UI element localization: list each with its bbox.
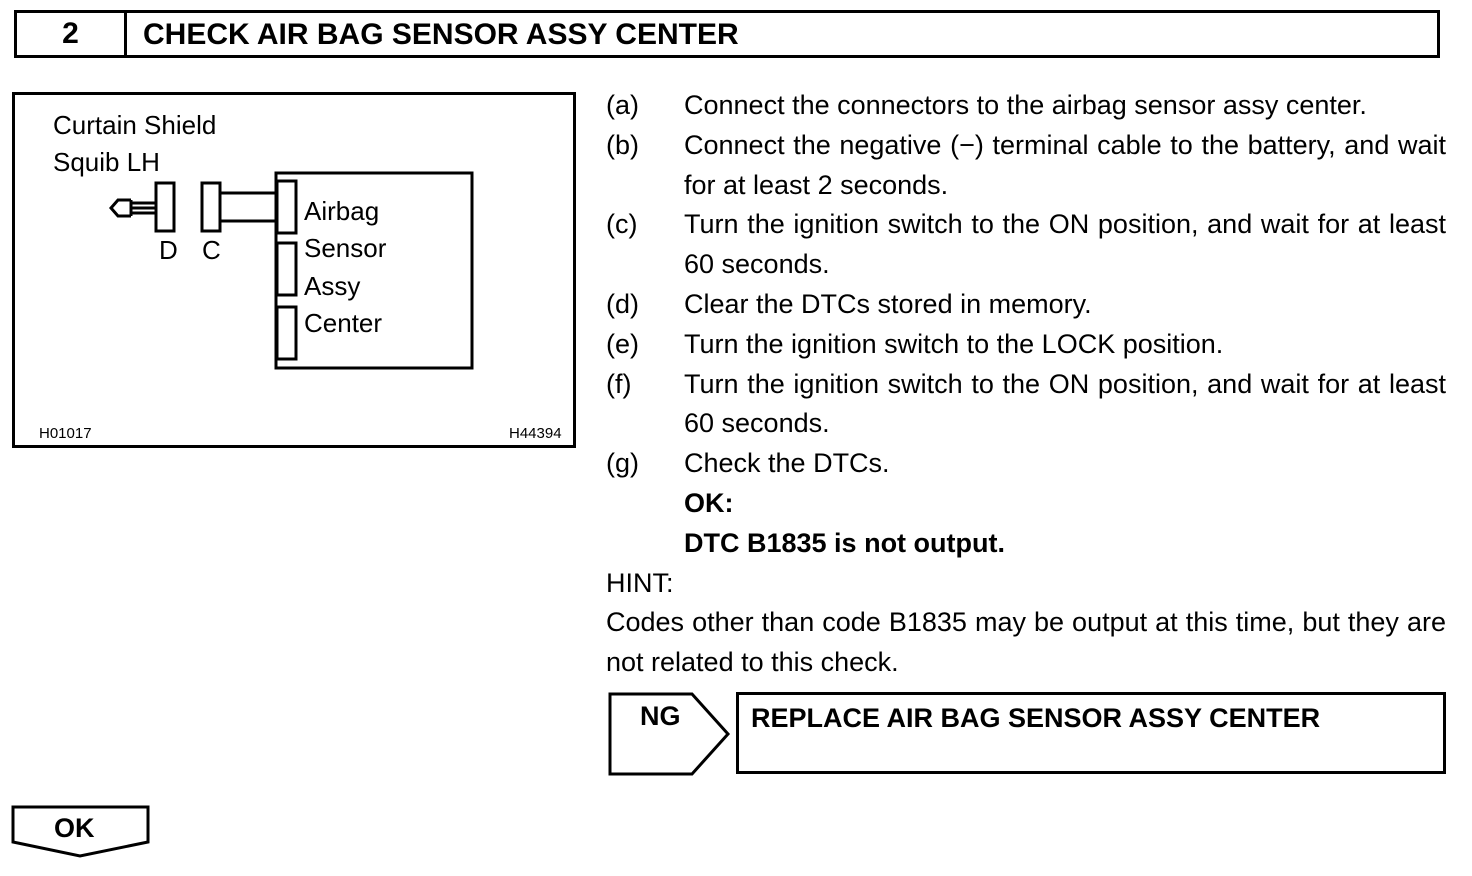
ng-action-box: REPLACE AIR BAG SENSOR ASSY CENTER: [736, 692, 1446, 774]
step-text: Turn the ignition switch to the ON posit…: [684, 368, 1446, 439]
procedure-list: (a) Connect the connectors to the airbag…: [606, 86, 1446, 683]
unit-label-line2: Sensor: [304, 233, 387, 263]
connector-d-label: D: [159, 235, 178, 265]
ng-label: NG: [640, 701, 681, 731]
ng-arrow-shape: [608, 692, 731, 776]
figure-code-left: H01017: [39, 425, 92, 442]
ok-criteria-result: DTC B1835 is not output.: [684, 527, 1006, 558]
step-letter: (g): [606, 448, 639, 479]
hint-label: HINT:: [606, 567, 674, 598]
hint-section: HINT: Codes other than code B1835 may be…: [606, 564, 1446, 683]
unit-label-line1: Airbag: [304, 196, 380, 226]
unit-label-line4: Center: [304, 308, 383, 338]
ok-criteria-label: OK:: [684, 487, 734, 518]
figure-code-right: H44394: [509, 425, 562, 442]
procedure-step-f: (f) Turn the ignition switch to the ON p…: [606, 365, 1446, 445]
step-letter: (f): [606, 368, 632, 399]
ng-action-text: REPLACE AIR BAG SENSOR ASSY CENTER: [751, 703, 1321, 733]
squib-label-line1: Curtain Shield: [53, 110, 217, 140]
step-header: 2 CHECK AIR BAG SENSOR ASSY CENTER: [14, 10, 1440, 58]
procedure-step-b: (b) Connect the negative (−) terminal ca…: [606, 126, 1446, 206]
ok-arrow-shape: [11, 805, 150, 858]
procedure-step-d: (d) Clear the DTCs stored in memory.: [606, 285, 1446, 325]
step-text: Connect the connectors to the airbag sen…: [684, 90, 1367, 120]
ok-branch-label: OK: [54, 813, 95, 843]
squib-plug-tip: [109, 198, 131, 218]
step-letter: (b): [606, 129, 639, 160]
step-text: Connect the negative (−) terminal cable …: [684, 129, 1446, 200]
squib-label-line2: Squib LH: [53, 147, 160, 177]
step-text: Turn the ignition switch to the ON posit…: [684, 209, 1446, 280]
procedure-step-a: (a) Connect the connectors to the airbag…: [606, 86, 1446, 126]
step-title: CHECK AIR BAG SENSOR ASSY CENTER: [143, 18, 739, 51]
step-letter: (d): [606, 288, 639, 319]
unit-label-line3: Assy: [304, 271, 361, 301]
connector-c-label: C: [202, 235, 221, 265]
ok-criteria: OK: DTC B1835 is not output.: [606, 484, 1446, 564]
step-text: Turn the ignition switch to the LOCK pos…: [684, 328, 1224, 359]
step-text: Clear the DTCs stored in memory.: [684, 288, 1092, 319]
hint-text: Codes other than code B1835 may be outpu…: [606, 607, 1446, 678]
step-text: Check the DTCs.: [684, 448, 890, 479]
connector-diagram: Curtain Shield Squib LH D C Airbag Senso…: [12, 92, 576, 448]
step-letter: (a): [606, 90, 639, 120]
step-letter: (e): [606, 328, 639, 359]
procedure-step-g: (g) Check the DTCs.: [606, 444, 1446, 484]
step-letter: (c): [606, 209, 638, 240]
procedure-step-c: (c) Turn the ignition switch to the ON p…: [606, 205, 1446, 285]
procedure-step-e: (e) Turn the ignition switch to the LOCK…: [606, 325, 1446, 365]
connector-c-shape: [200, 181, 222, 233]
step-number: 2: [17, 13, 127, 55]
connector-drawing: [109, 171, 474, 370]
connector-d-shape: [154, 181, 176, 233]
